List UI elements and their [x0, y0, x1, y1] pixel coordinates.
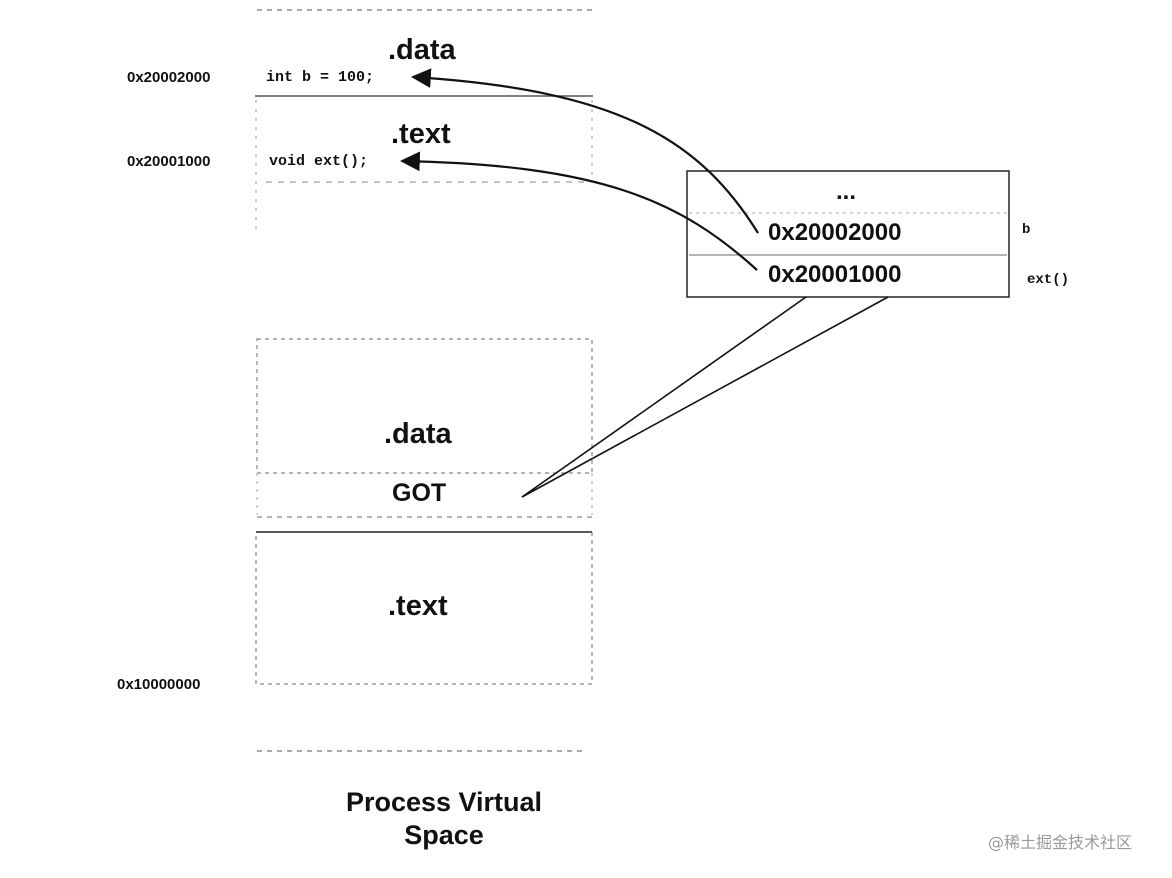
- diagram-caption: Process Virtual Space: [334, 786, 554, 852]
- lib-text-code: void ext();: [269, 153, 369, 170]
- watermark: @稀土掘金技术社区: [988, 833, 1133, 852]
- got-entry-value: 0x20001000: [768, 261, 902, 288]
- lib-data-code: int b = 100;: [266, 69, 375, 86]
- exe-base-address: 0x10000000: [117, 676, 201, 693]
- got-link-line-left: [521, 296, 807, 498]
- got-entry-symbol: b: [1022, 222, 1031, 238]
- lib-data-section-label: .data: [388, 34, 456, 66]
- exe-data-box: [256, 338, 593, 474]
- lib-data-address: 0x20002000: [127, 69, 211, 86]
- arrow-to-data-b: [411, 68, 759, 234]
- got-table-box: [686, 170, 1010, 298]
- got-link-line-right: [521, 296, 889, 498]
- arrow-to-text-ext: [400, 151, 758, 271]
- caption-line: Space: [404, 820, 484, 850]
- lib-text-section-label: .text: [391, 118, 451, 150]
- lib-text-address: 0x20001000: [127, 153, 211, 170]
- got-label: GOT: [392, 479, 447, 507]
- got-ellipsis: ...: [836, 178, 857, 205]
- got-entry-value: 0x20002000: [768, 219, 902, 246]
- exe-text-section-label: .text: [388, 590, 448, 622]
- got-entry-symbol: ext(): [1027, 272, 1070, 288]
- exe-data-section-label: .data: [384, 418, 452, 450]
- caption-line: Process Virtual: [345, 787, 543, 817]
